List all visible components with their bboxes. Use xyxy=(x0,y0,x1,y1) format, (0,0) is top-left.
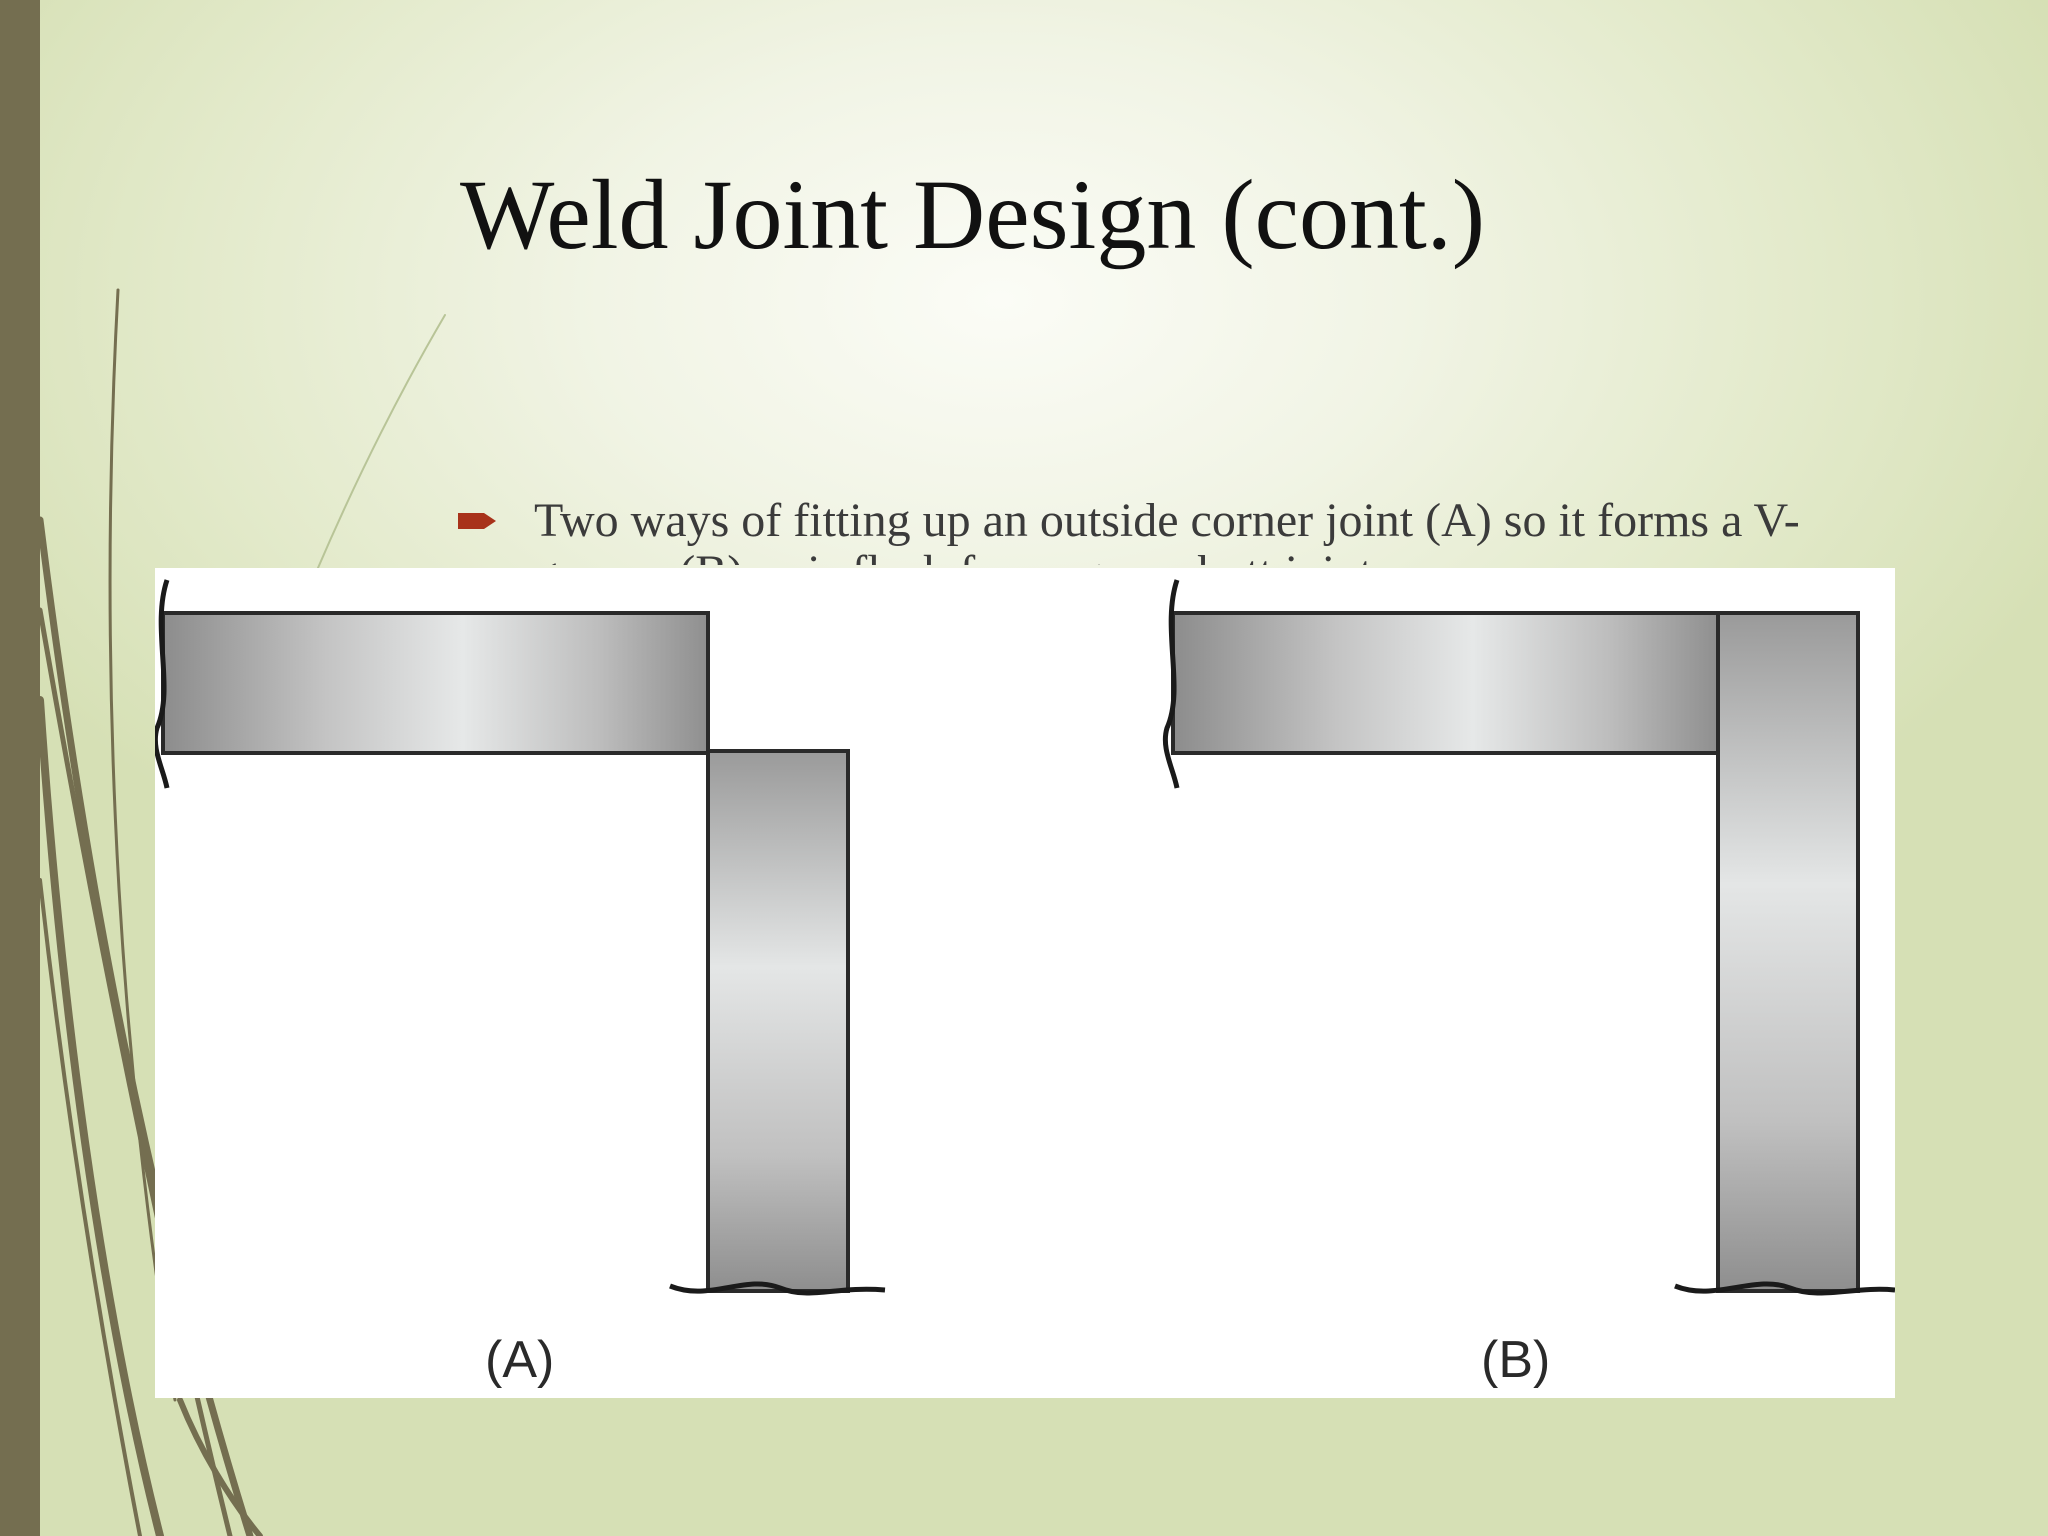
corner-joint-figure: (A) (B) xyxy=(152,568,1896,1398)
bullet-text: Two ways of fitting up an outside corner… xyxy=(534,495,1800,565)
joint-a-bottom-break-line xyxy=(669,1281,886,1296)
joint-b-horizontal-plate xyxy=(1171,611,1720,755)
joint-b-bottom-break-line xyxy=(1674,1281,1896,1296)
joint-a-horizontal-plate xyxy=(161,611,710,755)
joint-a-vertical-plate xyxy=(706,749,850,1293)
corner-joint-diagram xyxy=(152,579,1896,1296)
bullet-item: Two ways of fitting up an outside corner… xyxy=(458,495,1918,565)
label-b: (B) xyxy=(1481,1331,1551,1389)
arrow-bullet-icon xyxy=(458,513,496,529)
left-accent-bar xyxy=(0,0,40,1536)
label-a: (A) xyxy=(485,1331,555,1389)
slide-title: Weld Joint Design (cont.) xyxy=(460,159,1486,270)
joint-b-vertical-plate xyxy=(1716,611,1860,1293)
joint-b-break-line xyxy=(1162,579,1180,789)
joint-a-break-line xyxy=(152,579,170,789)
